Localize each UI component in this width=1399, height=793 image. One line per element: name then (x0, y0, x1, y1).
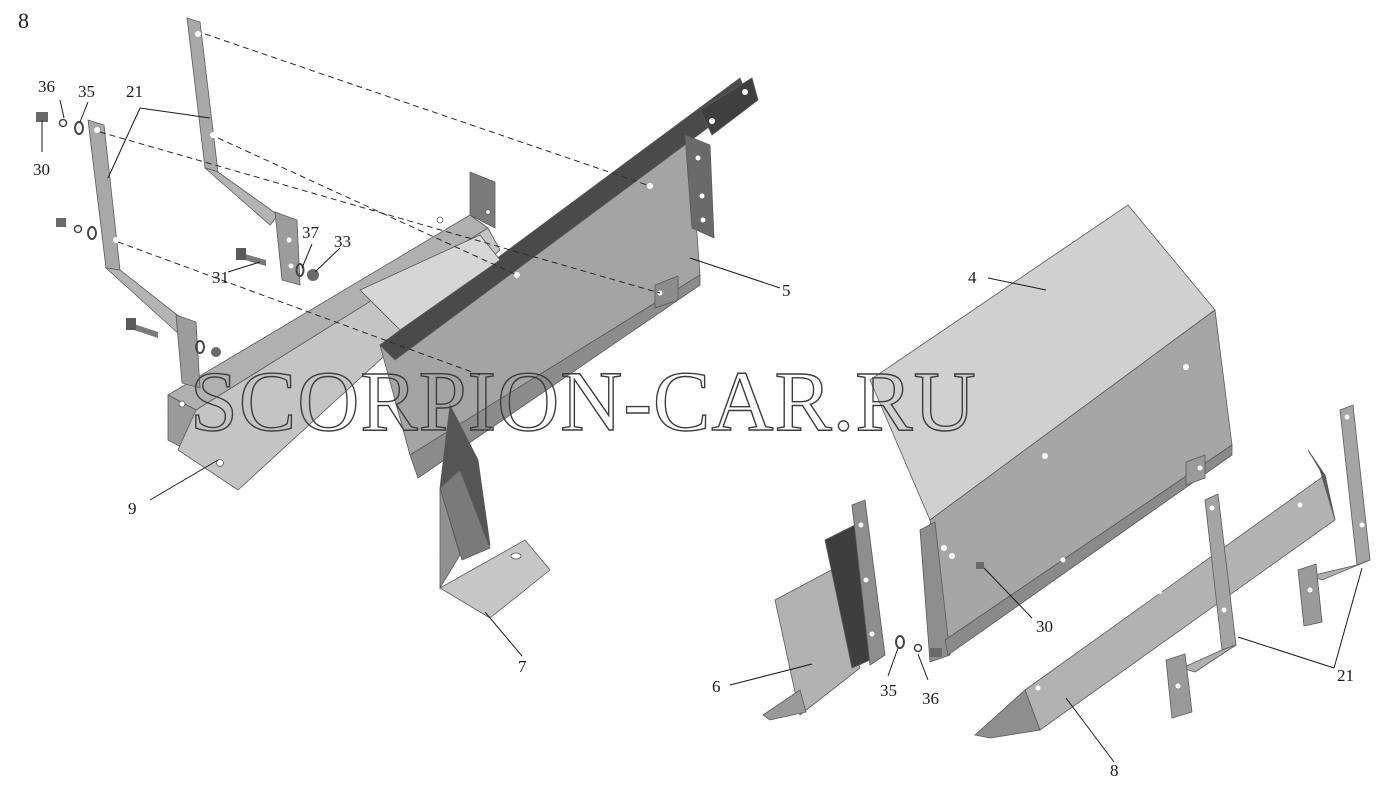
part-8-angle (974, 449, 1336, 739)
callout-9: 9 (128, 499, 137, 518)
fasteners-left (36, 112, 319, 357)
figure-number: 8 (18, 8, 29, 33)
watermark-text: SCORPION-CAR.RU (190, 353, 977, 449)
callout-6: 6 (712, 677, 721, 696)
callout-30-a: 30 (33, 160, 50, 179)
alignment-dashed-lines (99, 33, 661, 376)
part-21-straps-left (87, 17, 301, 389)
callout-36-a: 36 (38, 77, 55, 96)
part-21-straps-right (1165, 404, 1371, 719)
callout-7: 7 (518, 657, 527, 676)
callout-37: 37 (302, 223, 320, 242)
part-6-bracket (762, 499, 886, 721)
callout-21-b: 21 (1337, 666, 1354, 685)
callout-30-b: 30 (1036, 617, 1053, 636)
callout-8: 8 (1110, 761, 1119, 780)
callout-33: 33 (334, 232, 351, 251)
callout-4: 4 (968, 268, 977, 287)
callout-35-b: 35 (880, 681, 897, 700)
part-5-panel (359, 77, 759, 479)
callout-35-a: 35 (78, 82, 95, 101)
callout-36-b: 36 (922, 689, 939, 708)
part-7-foot-bracket (439, 403, 551, 619)
callout-21-a: 21 (126, 82, 143, 101)
callout-31: 31 (212, 268, 229, 287)
fasteners-right (895, 562, 984, 657)
callout-5: 5 (782, 281, 791, 300)
leader-lines (41, 99, 1363, 763)
